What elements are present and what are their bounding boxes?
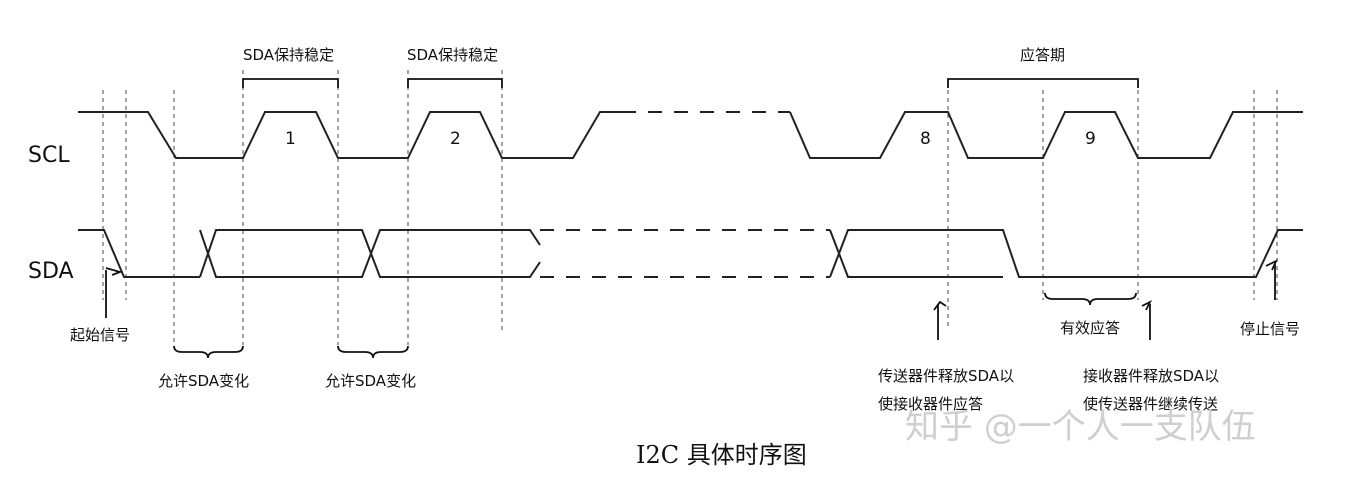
allow-sda-change-label-1: 允许SDA变化 [158, 372, 249, 390]
scl-waveform [78, 111, 1303, 159]
allow-sda-change-label-2: 允许SDA变化 [325, 372, 416, 390]
sda-label: SDA [28, 259, 74, 284]
clock-number-1: 1 [285, 129, 296, 149]
transmitter-release-label-line1: 传送器件释放SDA以 [878, 367, 1014, 385]
start-signal-label: 起始信号 [70, 326, 130, 344]
zhihu-watermark: 知乎 @一个人一支队伍 [905, 407, 1256, 447]
figure-caption: I2C 具体时序图 [636, 441, 807, 469]
sda-hold-stable-label-1: SDA保持稳定 [243, 46, 334, 64]
top-brackets [242, 78, 1139, 88]
receiver-release-label-line1: 接收器件释放SDA以 [1083, 367, 1219, 385]
receiver-release-label-line2: 使传送器件继续传送 [1083, 395, 1218, 413]
bottom-brackets [173, 292, 1137, 359]
transmitter-release-label-line2: 使接收器件应答 [878, 395, 983, 413]
clock-number-9: 9 [1085, 129, 1096, 149]
clock-number-2: 2 [450, 129, 461, 149]
sda-hold-stable-label-2: SDA保持稳定 [407, 46, 498, 64]
guide-lines [102, 70, 1278, 345]
scl-label: SCL [28, 143, 70, 168]
stop-signal-label: 停止信号 [1240, 320, 1300, 338]
annotation-arrows [105, 259, 1278, 340]
sda-waveform [78, 229, 1303, 278]
clock-number-8: 8 [920, 129, 931, 149]
ack-period-label: 应答期 [1020, 46, 1065, 64]
valid-ack-label: 有效应答 [1060, 319, 1120, 337]
